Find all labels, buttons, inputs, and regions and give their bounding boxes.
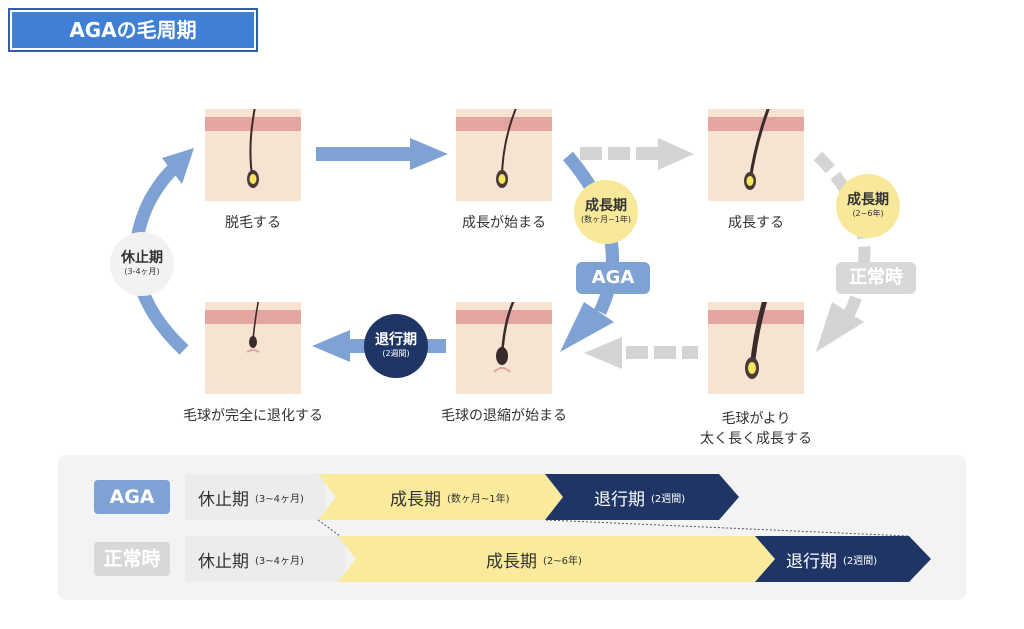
normal-growth-sub: (2~6年) bbox=[543, 555, 582, 567]
badge-regress: 退行期 (2週間) bbox=[364, 314, 428, 378]
normal-growth-label: 成長期 bbox=[486, 551, 537, 572]
badge-growth-aga: 成長期 (数ヶ月~1年) bbox=[574, 180, 638, 244]
aga-regress-label: 退行期 bbox=[594, 489, 645, 510]
caption-growing: 成長する bbox=[728, 215, 784, 231]
normal-regress-sub: (2週間) bbox=[843, 555, 878, 567]
arrow-growth-to-growing bbox=[580, 138, 694, 170]
aga-rest-label: 休止期 bbox=[198, 489, 249, 510]
normal-growth-seg: 成長期 (2~6年) bbox=[486, 536, 582, 582]
normal-regress-seg: 退行期 (2週間) bbox=[786, 536, 877, 582]
aga-growth-label: 成長期 bbox=[390, 489, 441, 510]
timeline-tag-normal: 正常時 bbox=[94, 542, 170, 576]
path-tag-normal: 正常時 bbox=[836, 262, 916, 294]
timeline-tag-aga: AGA bbox=[94, 480, 170, 514]
badge-growth-normal-sub: (2~6年) bbox=[852, 209, 884, 218]
badge-regress-label: 退行期 bbox=[375, 332, 417, 348]
skin-tile-grow-more bbox=[708, 302, 804, 394]
badge-growth-aga-label: 成長期 bbox=[585, 198, 627, 214]
normal-regress-label: 退行期 bbox=[786, 551, 837, 572]
arrow-shed-to-growth bbox=[316, 138, 448, 170]
normal-rest-seg: 休止期 (3~4ヶ月) bbox=[198, 536, 304, 582]
aga-regress-seg: 退行期 (2週間) bbox=[594, 474, 685, 520]
timeline-bars-normal bbox=[185, 536, 931, 582]
aga-growth-sub: (数ヶ月~1年) bbox=[447, 493, 510, 505]
arrow-rest-loop bbox=[129, 148, 194, 355]
caption-grow-more-2: 太く長く成長する bbox=[700, 431, 812, 447]
badge-rest-sub: (3-4ヶ月) bbox=[124, 267, 160, 276]
normal-rest-sub: (3~4ヶ月) bbox=[255, 555, 304, 567]
badge-rest: 休止期 (3-4ヶ月) bbox=[110, 232, 174, 296]
skin-tile-regressed bbox=[205, 302, 301, 394]
aga-regress-sub: (2週間) bbox=[651, 493, 686, 505]
caption-regressed: 毛球が完全に退化する bbox=[183, 408, 323, 424]
badge-growth-normal-label: 成長期 bbox=[847, 192, 889, 208]
path-tag-aga: AGA bbox=[576, 262, 650, 294]
page-title: AGAの毛周期 bbox=[8, 8, 258, 52]
timeline-bars-aga bbox=[185, 474, 739, 520]
skin-tile-growth-start bbox=[456, 109, 552, 201]
badge-growth-aga-sub: (数ヶ月~1年) bbox=[580, 215, 632, 224]
caption-growth-start: 成長が始まる bbox=[462, 215, 546, 231]
caption-shedding: 脱毛する bbox=[225, 215, 281, 231]
badge-regress-sub: (2週間) bbox=[382, 349, 410, 358]
normal-rest-label: 休止期 bbox=[198, 551, 249, 572]
aga-growth-seg: 成長期 (数ヶ月~1年) bbox=[390, 474, 510, 520]
skin-tile-shrink-start bbox=[456, 302, 552, 394]
skin-tile-shedding bbox=[205, 109, 301, 201]
aga-rest-sub: (3~4ヶ月) bbox=[255, 493, 304, 505]
arrow-growmore-to-shrink bbox=[584, 337, 698, 369]
caption-shrink-start: 毛球の退縮が始まる bbox=[441, 408, 567, 424]
aga-rest-seg: 休止期 (3~4ヶ月) bbox=[198, 474, 304, 520]
badge-growth-normal: 成長期 (2~6年) bbox=[836, 174, 900, 238]
caption-grow-more-1: 毛球がより bbox=[721, 411, 791, 427]
skin-tile-growing bbox=[708, 109, 804, 201]
badge-rest-label: 休止期 bbox=[121, 250, 163, 266]
